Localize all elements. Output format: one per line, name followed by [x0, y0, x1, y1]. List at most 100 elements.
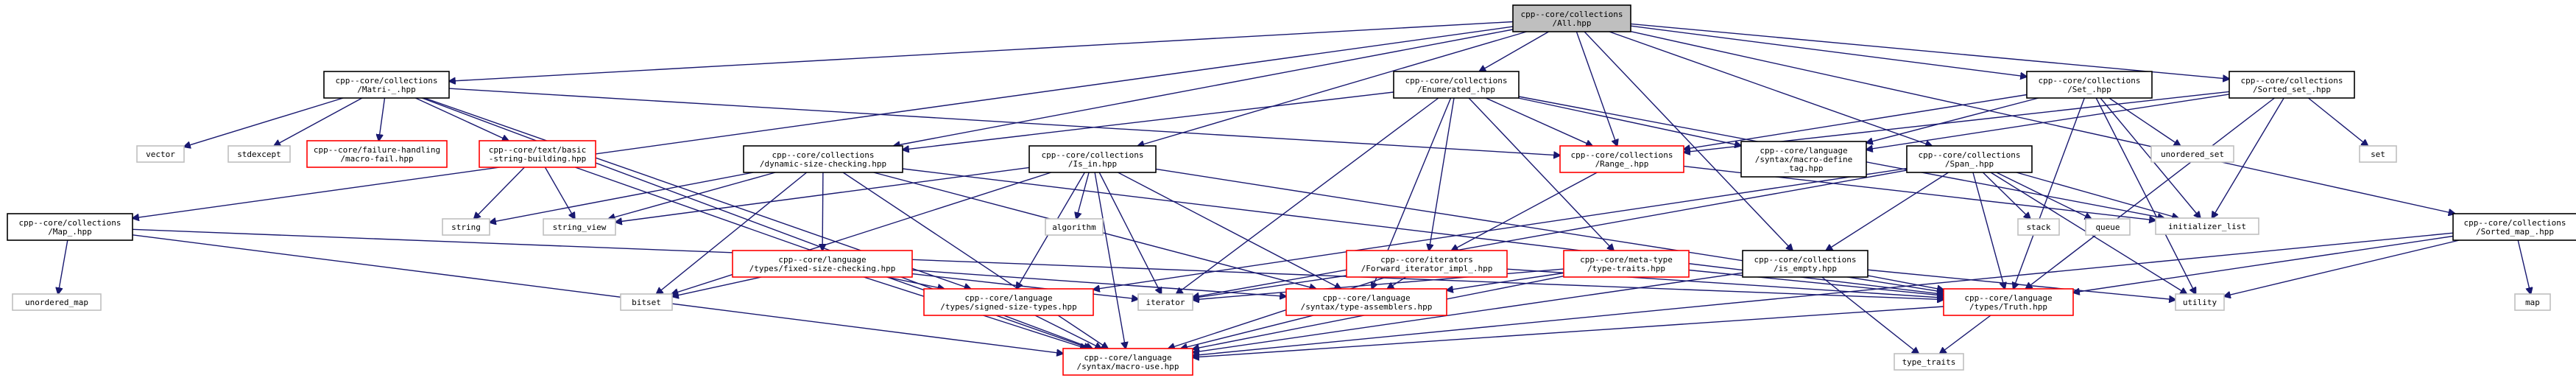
edge-matrix-to-stdexcept	[274, 97, 363, 146]
node-fwditer[interactable]: cpp--core/iterators/Forward_iterator_imp…	[1346, 250, 1508, 278]
edge-span-to-truth	[1972, 172, 2005, 289]
edge-enumerated-to-fwditer	[1429, 97, 1455, 251]
edge-fixedsize-to-iterator	[911, 273, 1138, 299]
node-set[interactable]: cpp--core/collections/Set_.hpp	[2026, 71, 2153, 99]
node-label-sortedset-line-0: cpp--core/collections	[2240, 76, 2343, 85]
node-box-bitset	[620, 293, 673, 311]
node-box-sortedset	[2229, 71, 2355, 99]
node-label-stack-line-0: stack	[2026, 223, 2050, 232]
node-box-range	[1559, 145, 1684, 173]
node-map[interactable]: cpp--core/collections/Map_.hpp	[7, 213, 133, 241]
node-mapstd: map	[2514, 293, 2551, 311]
node-label-unordmap-line-0: unordered_map	[25, 298, 88, 307]
edge-all-to-isempty	[1584, 31, 1793, 251]
node-box-fwditer	[1346, 250, 1508, 278]
node-label-isempty-line-0: cpp--core/collections	[1754, 255, 1856, 265]
node-label-set-line-1: /Set_.hpp	[2067, 85, 2111, 94]
node-sortedset[interactable]: cpp--core/collections/Sorted_set_.hpp	[2229, 71, 2355, 99]
node-typetraits_h[interactable]: cpp--core/meta-type/type-traits.hpp	[1563, 250, 1690, 278]
node-label-map-line-1: /Map_.hpp	[48, 227, 92, 237]
node-label-string-line-0: string	[451, 223, 481, 232]
edge-typeasm-to-macrouse	[1181, 315, 1314, 349]
node-macrouse[interactable]: cpp--core/language/syntax/macro-use.hpp	[1062, 348, 1193, 376]
node-label-typetraits_h-line-1: /type-traits.hpp	[1587, 264, 1665, 273]
node-label-isempty-line-1: /is_empty.hpp	[1774, 264, 1837, 273]
node-label-typeasm-line-0: cpp--core/language	[1322, 293, 1410, 303]
node-stdexcept: stdexcept	[227, 145, 291, 163]
edge-sortedmap-to-macrouse	[1193, 232, 2454, 355]
node-strbuild[interactable]: cpp--core/text/basic-string-building.hpp	[479, 140, 596, 168]
node-box-dynsize	[743, 145, 903, 173]
edge-enumerated-to-iterator	[1176, 97, 1439, 294]
node-label-map-line-0: cpp--core/collections	[18, 218, 121, 228]
node-box-stack	[2017, 218, 2060, 236]
node-failure[interactable]: cpp--core/failure-handling/macro-fail.hp…	[306, 140, 448, 168]
node-label-fixedsize-line-0: cpp--core/language	[778, 255, 866, 265]
node-box-mapstd	[2514, 293, 2551, 311]
node-label-matrix-line-1: /Matri-_.hpp	[357, 85, 415, 94]
node-label-dynsize-line-0: cpp--core/collections	[772, 150, 874, 160]
edge-matrix-to-failure	[379, 97, 386, 141]
edge-sortedmap-to-mapstd	[2517, 239, 2530, 294]
node-label-range-line-1: /Range_.hpp	[1595, 159, 1649, 169]
node-box-string	[442, 218, 490, 236]
node-box-utility	[2175, 293, 2225, 311]
node-label-sortedmap-line-0: cpp--core/collections	[2463, 218, 2566, 228]
node-label-fwditer-line-0: cpp--core/iterators	[1380, 255, 1473, 265]
node-label-truth-line-0: cpp--core/language	[1964, 293, 2052, 303]
edge-all-to-map	[133, 26, 1514, 218]
edge-sortedmap-to-truth	[2073, 235, 2454, 293]
edge-span-to-initlist	[2016, 172, 2178, 218]
node-label-algorithm-line-0: algorithm	[1052, 223, 1096, 232]
node-initlist: initializer_list	[2155, 217, 2259, 235]
node-box-iterator	[1137, 293, 1193, 311]
node-isin[interactable]: cpp--core/collections/Is_in.hpp	[1028, 145, 1157, 173]
node-label-strbuild-line-1: -string-building.hpp	[489, 154, 586, 164]
node-label-macrodef-line-1: /syntax/macro-define	[1755, 155, 1852, 164]
node-fixedsize[interactable]: cpp--core/language/types/fixed-size-chec…	[732, 250, 913, 278]
node-macrodef[interactable]: cpp--core/language/syntax/macro-define_t…	[1740, 141, 1867, 178]
edge-all-to-sortedset	[1630, 23, 2229, 79]
edge-dynsize-to-stringview	[609, 172, 776, 219]
node-isempty[interactable]: cpp--core/collections/is_empty.hpp	[1742, 250, 1869, 278]
node-label-queue-line-0: queue	[2095, 223, 2120, 232]
node-box-sortedmap	[2452, 213, 2576, 241]
node-label-initlist-line-0: initializer_list	[2168, 222, 2246, 231]
node-label-range-line-0: cpp--core/collections	[1570, 150, 1673, 160]
node-box-span	[1906, 145, 2033, 173]
node-box-vector	[136, 145, 185, 163]
edge-isin-to-stringview	[615, 167, 1030, 222]
edge-matrix-to-range	[448, 88, 1560, 155]
node-box-typetraits	[1894, 353, 1964, 371]
node-all[interactable]: cpp--core/collections/All.hpp	[1512, 4, 1631, 32]
node-span[interactable]: cpp--core/collections/Span_.hpp	[1906, 145, 2033, 173]
edge-dynsize-to-fixedsize	[822, 172, 823, 251]
edge-sortedset-to-macrodef	[1866, 94, 2230, 150]
node-typeasm[interactable]: cpp--core/language/syntax/type-assembler…	[1285, 288, 1447, 316]
node-label-utility-line-0: utility	[2183, 298, 2217, 307]
node-setstd: set	[2359, 145, 2397, 163]
edge-set-to-truth	[2014, 97, 2085, 289]
node-matrix[interactable]: cpp--core/collections/Matri-_.hpp	[323, 71, 450, 99]
node-enumerated[interactable]: cpp--core/collections/Enumerated_.hpp	[1393, 71, 1520, 99]
node-label-dynsize-line-1: /dynamic-size-checking.hpp	[760, 159, 886, 169]
node-signedsize[interactable]: cpp--core/language/types/signed-size-typ…	[923, 288, 1094, 316]
edge-all-to-dynsize	[894, 29, 1514, 146]
edge-set-to-unordset	[2109, 97, 2181, 146]
node-dynsize[interactable]: cpp--core/collections/dynamic-size-check…	[743, 145, 903, 173]
node-label-macrouse-line-1: /syntax/macro-use.hpp	[1076, 362, 1179, 371]
edge-fixedsize-to-signedsize	[886, 276, 945, 289]
node-sortedmap[interactable]: cpp--core/collections/Sorted_map_.hpp	[2452, 213, 2576, 241]
node-unordmap: unordered_map	[12, 293, 102, 311]
node-box-fixedsize	[732, 250, 913, 278]
node-label-unordset-line-0: unordered_set	[2161, 150, 2224, 159]
node-label-set-line-0: cpp--core/collections	[2038, 76, 2140, 85]
node-label-span-line-0: cpp--core/collections	[1918, 150, 2020, 160]
node-label-typetraits-line-0: type_traits	[1902, 357, 1956, 367]
node-truth[interactable]: cpp--core/language/types/Truth.hpp	[1943, 288, 2074, 316]
node-label-enumerated-line-1: /Enumerated_.hpp	[1417, 85, 1495, 94]
edge-all-to-span	[1609, 31, 1932, 146]
node-range[interactable]: cpp--core/collections/Range_.hpp	[1559, 145, 1684, 173]
node-label-mapstd-line-0: map	[2525, 298, 2540, 307]
